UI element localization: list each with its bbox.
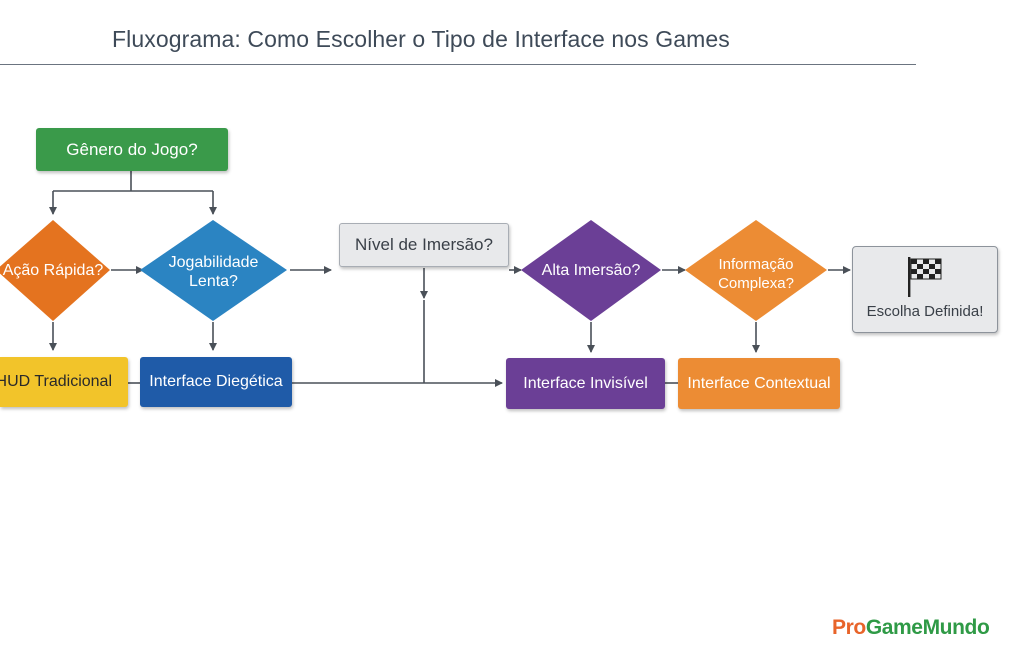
brand-part-2: GameMundo: [865, 616, 990, 639]
title-divider: [0, 64, 916, 65]
acao-rapida-label: Ação Rápida?: [2, 261, 104, 279]
page-title: Fluxograma: Como Escolher o Tipo de Inte…: [112, 26, 730, 52]
jogabilidade-lenta-label: Jogabilidade Lenta?: [168, 254, 259, 290]
genero-do-jogo-label: Gênero do Jogo?: [66, 139, 198, 159]
nivel-de-imersao-node: Nível de Imersão?: [339, 223, 509, 267]
hud-tradicional-label: HUD Tradicional: [0, 373, 112, 390]
jogabilidade-lenta-diamond: [140, 220, 287, 321]
progamemundo-logo: ProGameMundo: [832, 616, 990, 640]
hud-tradicional-node: HUD Tradicional: [0, 357, 128, 407]
alta-imersao-label: Alta Imersão?: [541, 261, 641, 279]
interface-contextual-node: Interface Contextual: [678, 358, 840, 409]
connector-genero-split: [53, 171, 213, 192]
acao-rapida-diamond: [0, 220, 110, 321]
interface-diegetica-label: Interface Diegética: [149, 373, 283, 390]
informacao-complexa-diamond: [685, 220, 827, 321]
escolha-definida-node: Escolha Definida!: [852, 246, 998, 333]
interface-contextual-label: Interface Contextual: [687, 374, 831, 392]
genero-do-jogo-node: Gênero do Jogo?: [36, 128, 228, 171]
alta-imersao-diamond: [521, 220, 661, 321]
interface-invisivel-label: Interface Invisível: [523, 374, 648, 392]
checkered-flag-icon: [908, 257, 942, 297]
nivel-de-imersao-label: Nível de Imersão?: [355, 235, 493, 254]
escolha-definida-label: Escolha Definida!: [866, 303, 984, 320]
brand-part-1: Pro: [832, 616, 866, 639]
interface-diegetica-node: Interface Diegética: [140, 357, 292, 407]
interface-invisivel-node: Interface Invisível: [506, 358, 665, 409]
informacao-complexa-label: Informação Complexa?: [718, 256, 794, 292]
